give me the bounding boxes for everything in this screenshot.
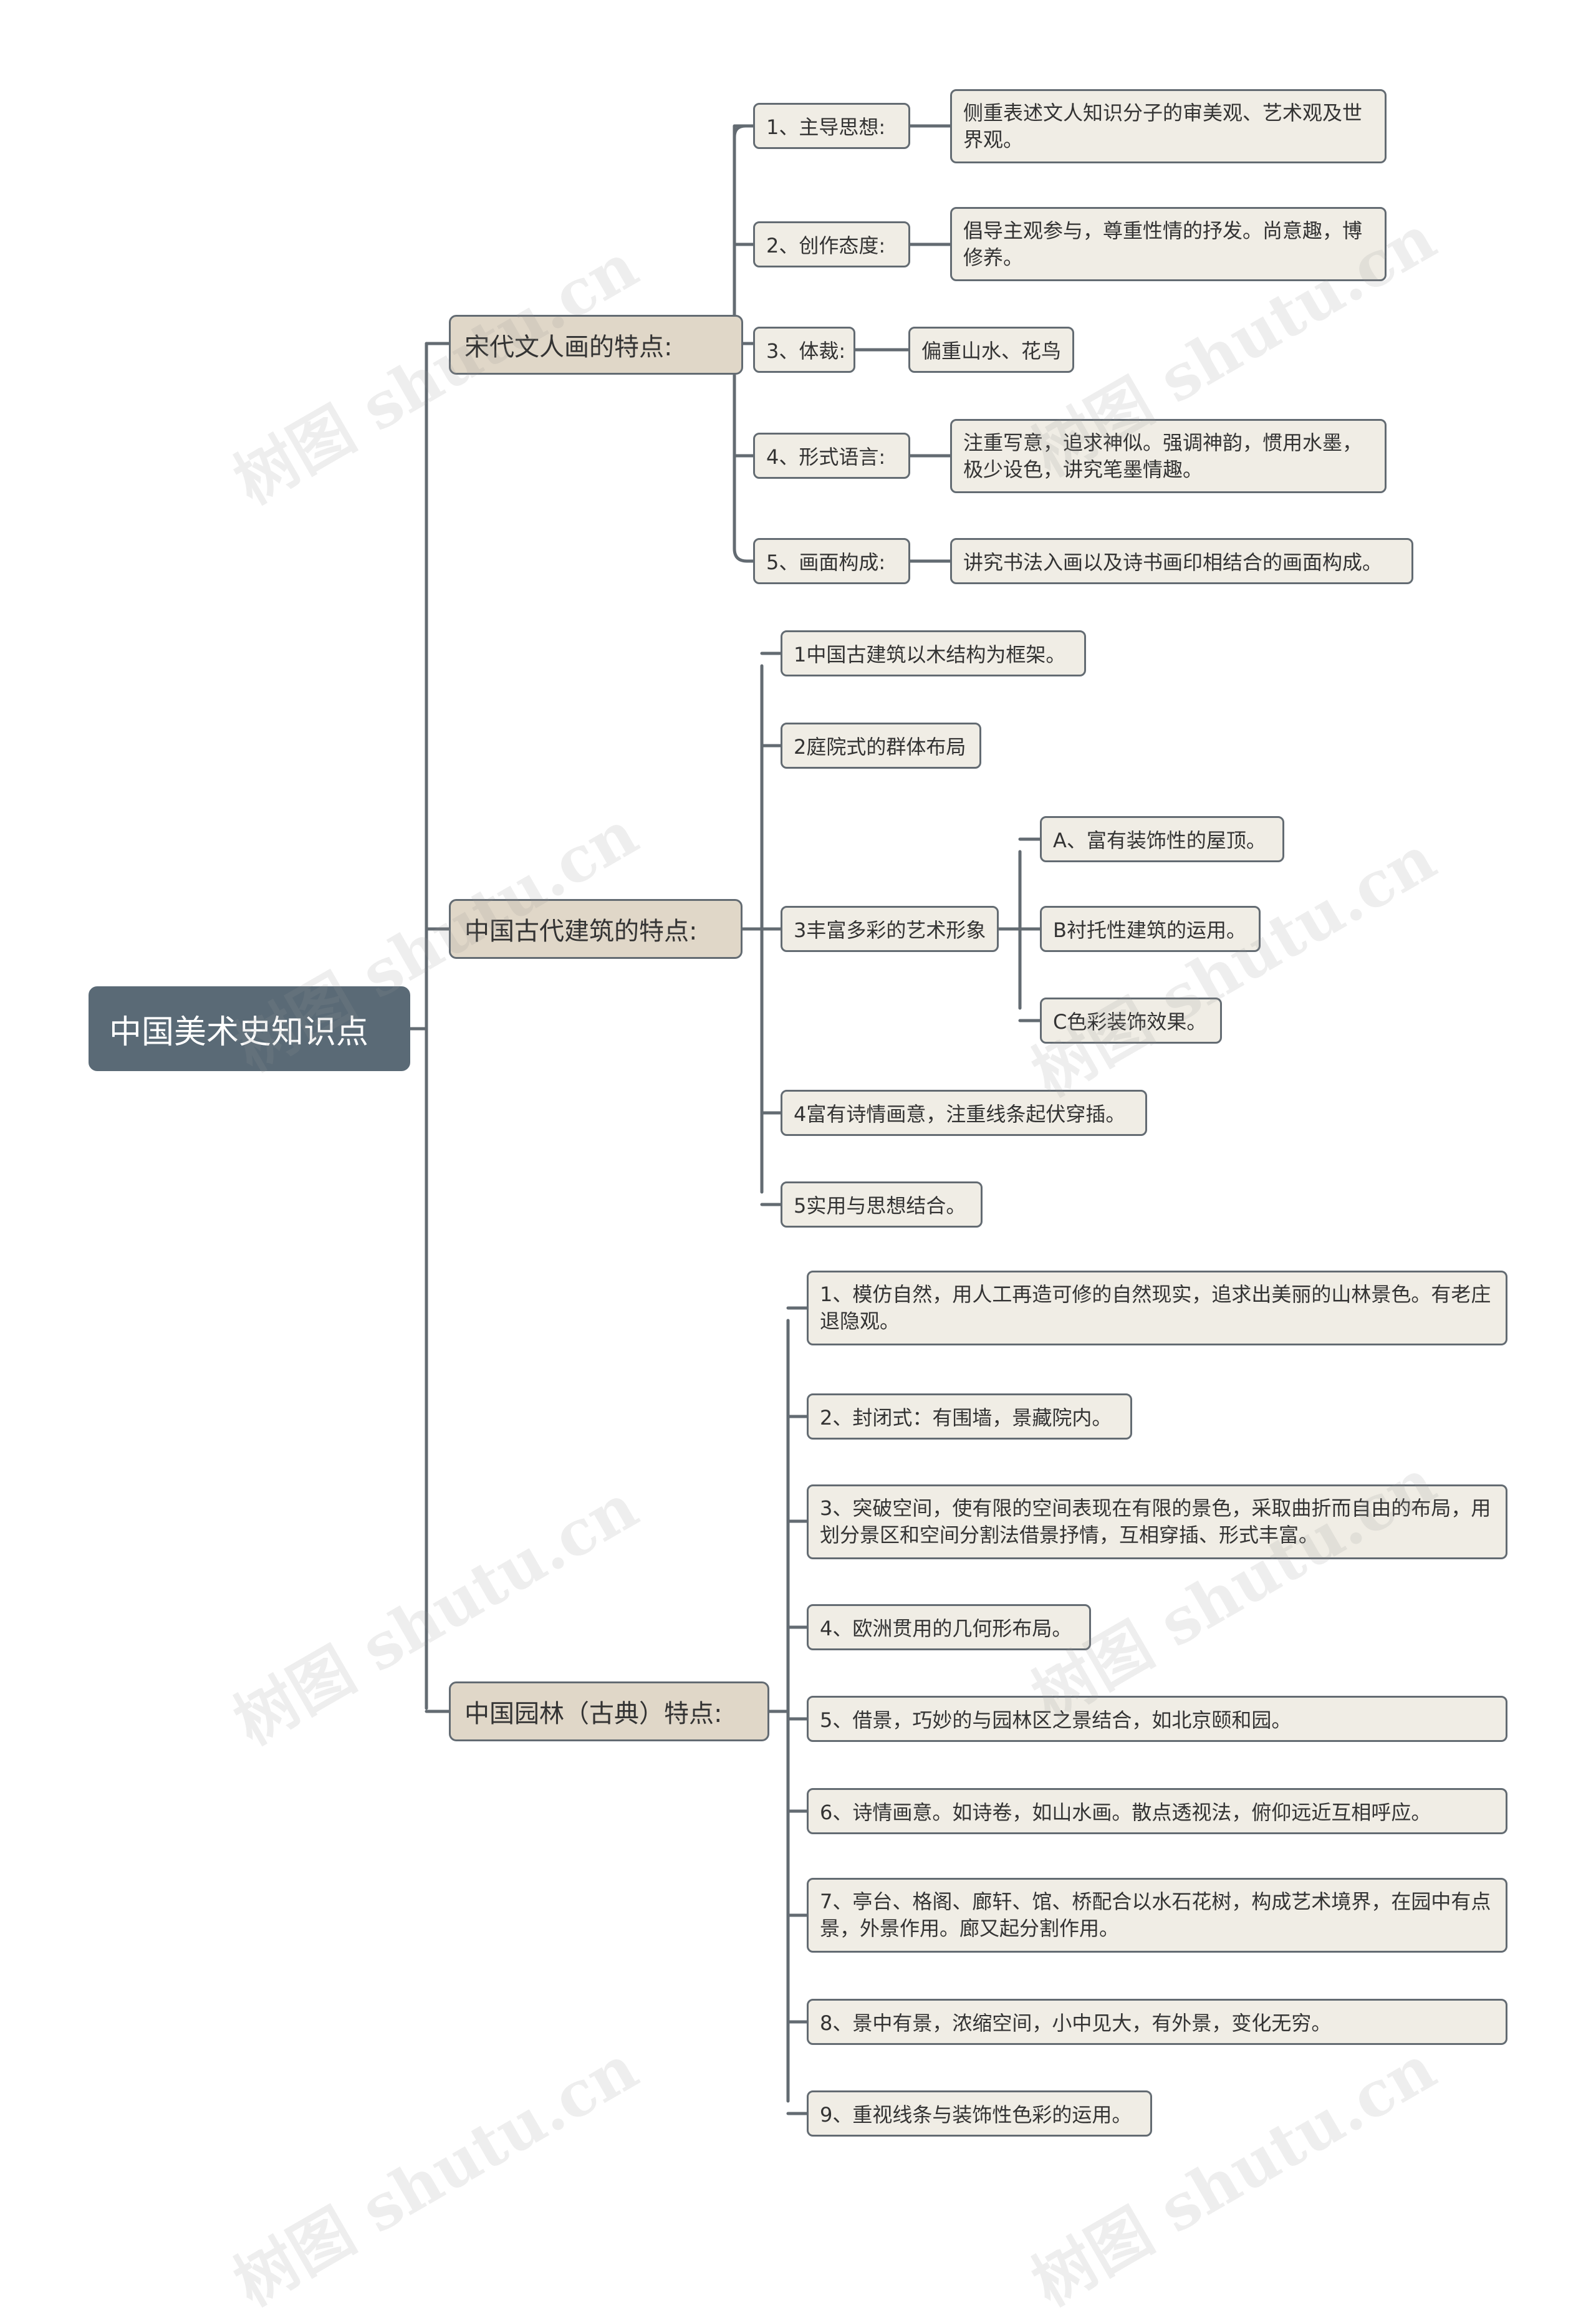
song-item-5-label[interactable]: 5、画面构成: bbox=[753, 538, 910, 584]
topic-ancient-architecture[interactable]: 中国古代建筑的特点: bbox=[449, 899, 743, 959]
song-item-4-desc[interactable]: 注重写意，追求神似。强调神韵，惯用水墨，极少设色，讲究笔墨情趣。 bbox=[950, 419, 1387, 493]
arch-item-1[interactable]: 1中国古建筑以木结构为框架。 bbox=[781, 630, 1086, 676]
song-item-3-desc[interactable]: 偏重山水、花鸟 bbox=[908, 327, 1074, 373]
arch-sub-b[interactable]: B衬托性建筑的运用。 bbox=[1040, 906, 1261, 952]
garden-item-5[interactable]: 5、借景，巧妙的与园林区之景结合，如北京颐和园。 bbox=[807, 1696, 1507, 1742]
song-item-2-label[interactable]: 2、创作态度: bbox=[753, 221, 910, 267]
watermark: 树图 shutu.cn bbox=[1020, 1445, 1448, 1734]
garden-item-1[interactable]: 1、模仿自然，用人工再造可修的自然现实，追求出美丽的山林景色。有老庄退隐观。 bbox=[807, 1271, 1507, 1345]
watermark: 树图 shutu.cn bbox=[222, 2031, 650, 2321]
song-item-2-desc[interactable]: 倡导主观参与，尊重性情的抒发。尚意趣，博修养。 bbox=[950, 207, 1387, 281]
garden-item-4[interactable]: 4、欧洲贯用的几何形布局。 bbox=[807, 1604, 1091, 1650]
arch-sub-c[interactable]: C色彩装饰效果。 bbox=[1040, 998, 1222, 1044]
song-item-5-desc[interactable]: 讲究书法入画以及诗书画印相结合的画面构成。 bbox=[950, 538, 1413, 584]
garden-item-3[interactable]: 3、突破空间，使有限的空间表现在有限的景色，采取曲折而自由的布局，用划分景区和空… bbox=[807, 1484, 1507, 1559]
garden-item-7[interactable]: 7、亭台、格阁、廊轩、馆、桥配合以水石花树，构成艺术境界，在园中有点景，外景作用… bbox=[807, 1878, 1507, 1953]
garden-item-8[interactable]: 8、景中有景，浓缩空间，小中见大，有外景，变化无穷。 bbox=[807, 1999, 1507, 2045]
arch-item-5[interactable]: 5实用与思想结合。 bbox=[781, 1181, 983, 1228]
topic-song-literati-painting[interactable]: 宋代文人画的特点: bbox=[449, 315, 743, 375]
topic-classical-gardens[interactable]: 中国园林（古典）特点: bbox=[449, 1681, 769, 1741]
arch-item-4[interactable]: 4富有诗情画意，注重线条起伏穿插。 bbox=[781, 1090, 1147, 1136]
arch-item-3[interactable]: 3丰富多彩的艺术形象 bbox=[781, 906, 999, 952]
garden-item-6[interactable]: 6、诗情画意。如诗卷，如山水画。散点透视法，俯仰远近互相呼应。 bbox=[807, 1788, 1507, 1834]
song-item-1-label[interactable]: 1、主导思想: bbox=[753, 103, 910, 149]
garden-item-2[interactable]: 2、封闭式：有围墙，景藏院内。 bbox=[807, 1393, 1132, 1440]
garden-item-9[interactable]: 9、重视线条与装饰性色彩的运用。 bbox=[807, 2090, 1152, 2137]
song-item-1-desc[interactable]: 侧重表述文人知识分子的审美观、艺术观及世界观。 bbox=[950, 89, 1387, 163]
arch-sub-a[interactable]: A、富有装饰性的屋顶。 bbox=[1040, 816, 1284, 862]
watermark: 树图 shutu.cn bbox=[1020, 2031, 1448, 2321]
song-item-4-label[interactable]: 4、形式语言: bbox=[753, 433, 910, 479]
arch-item-2[interactable]: 2庭院式的群体布局 bbox=[781, 723, 981, 769]
song-item-3-label[interactable]: 3、体裁: bbox=[753, 327, 855, 373]
root-node[interactable]: 中国美术史知识点 bbox=[89, 986, 410, 1071]
